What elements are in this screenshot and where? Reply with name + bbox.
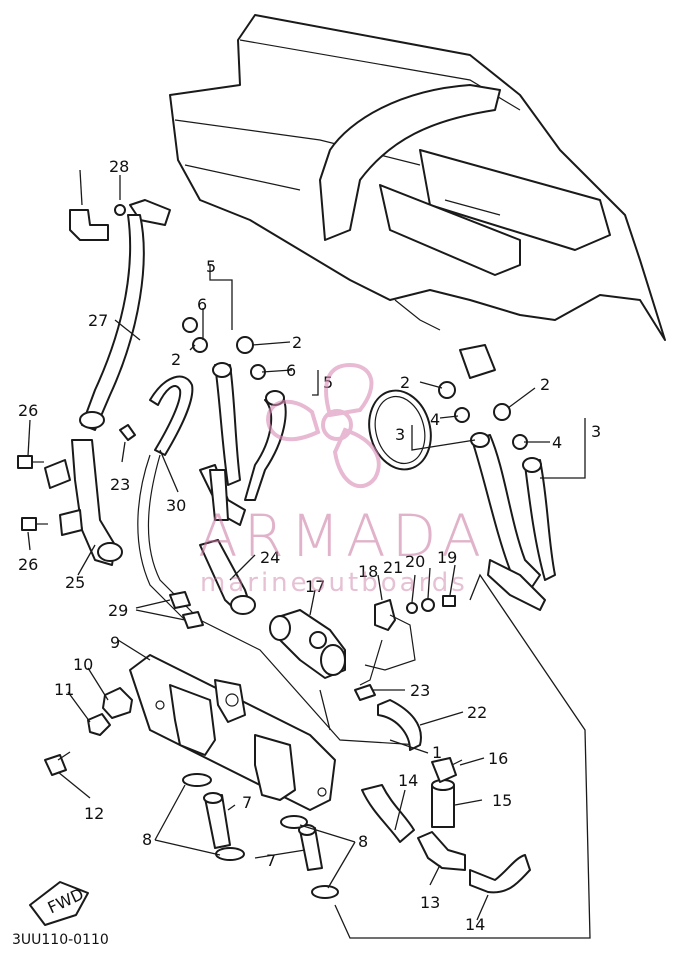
watermark-propeller-logo xyxy=(265,362,381,489)
callout-17: 17 xyxy=(305,577,325,596)
callout-26-bottom: 26 xyxy=(18,555,38,574)
bolt-19 xyxy=(442,595,456,607)
callout-28: 28 xyxy=(109,157,129,176)
elbow-fitting-28 xyxy=(69,204,126,241)
hose-24 xyxy=(199,539,256,615)
callout-11: 11 xyxy=(54,680,74,699)
o-ring-gasket xyxy=(368,389,432,471)
callout-7-right: 7 xyxy=(266,851,276,870)
bolt-12 xyxy=(44,751,71,776)
callout-1: 1 xyxy=(432,743,442,762)
callout-12: 12 xyxy=(84,804,104,823)
hose-22 xyxy=(377,699,422,751)
engine-head xyxy=(169,14,666,379)
pipe-assembly-5-left xyxy=(199,362,246,526)
hose-14-upper xyxy=(361,784,415,843)
callout-15: 15 xyxy=(492,791,512,810)
callout-10: 10 xyxy=(73,655,93,674)
callout-19: 19 xyxy=(437,548,457,567)
clip-23-lower xyxy=(354,684,376,701)
nut-6-left xyxy=(192,337,208,353)
callout-labels: 28 27 5 6 2 2 6 5 2 2 4 3 4 3 26 26 25 2… xyxy=(18,157,601,934)
callout-7-left: 7 xyxy=(242,793,252,812)
callout-14-upper: 14 xyxy=(398,771,418,790)
clamp-8-left-top xyxy=(182,773,212,787)
callout-26-top: 26 xyxy=(18,401,38,420)
callout-29: 29 xyxy=(108,601,128,620)
pipe-assembly-3 xyxy=(470,432,556,611)
callout-9: 9 xyxy=(110,633,120,652)
callout-8-right: 8 xyxy=(358,832,368,851)
callout-2-right-b: 2 xyxy=(540,375,550,394)
fwd-arrow-icon xyxy=(29,881,89,926)
clamp-8-right-bottom xyxy=(311,885,339,899)
callout-22: 22 xyxy=(467,703,487,722)
callout-18: 18 xyxy=(358,562,378,581)
hose-7-left xyxy=(203,792,231,849)
nut-4-right-a xyxy=(454,407,470,423)
bolt-26-bottom xyxy=(21,517,48,531)
callout-24: 24 xyxy=(260,548,280,567)
callout-6-center: 6 xyxy=(286,361,296,380)
diagram-code: 3UU110-0110 xyxy=(12,932,109,948)
callout-4-right: 4 xyxy=(552,433,562,452)
bracket-18 xyxy=(359,599,416,686)
nut-2-right-b xyxy=(493,403,511,421)
callout-27: 27 xyxy=(88,311,108,330)
callout-14-lower: 14 xyxy=(465,915,485,934)
callout-3-left: 3 xyxy=(395,425,405,444)
callout-2-left: 2 xyxy=(171,350,181,369)
callout-25: 25 xyxy=(65,573,85,592)
callout-13: 13 xyxy=(420,893,440,912)
joint-13 xyxy=(417,831,466,871)
reed-valve-plate-9 xyxy=(129,654,336,811)
callout-6-left: 6 xyxy=(197,295,207,314)
cap-16 xyxy=(431,757,463,783)
callout-2-center: 2 xyxy=(292,333,302,352)
hose-7-right xyxy=(298,824,323,871)
callout-16: 16 xyxy=(488,749,508,768)
washer-20 xyxy=(421,598,435,612)
callout-23-lower: 23 xyxy=(410,681,430,700)
nut-2-left xyxy=(182,317,198,333)
clamp-8-left-bottom xyxy=(215,847,245,861)
collar-11 xyxy=(87,713,111,736)
callout-21: 21 xyxy=(383,558,403,577)
hose-14-lower xyxy=(469,854,531,894)
air-cut-valve-17 xyxy=(269,609,346,679)
pipe-assembly-5-right xyxy=(244,390,287,501)
clip-23-upper xyxy=(119,424,136,441)
clamp-29 xyxy=(169,591,204,629)
hose-27 xyxy=(79,199,171,431)
collar-21 xyxy=(406,602,418,614)
callout-5-left: 5 xyxy=(206,257,216,276)
leader-lines xyxy=(27,169,591,939)
nut-2-center xyxy=(236,336,254,354)
callout-2-right-a: 2 xyxy=(400,373,410,392)
grommet-10 xyxy=(102,687,133,719)
watermark-subtitle: marineoutboards xyxy=(200,568,468,598)
callout-8-left: 8 xyxy=(142,830,152,849)
hose-25 xyxy=(44,439,123,566)
watermark-brand: ARMADA xyxy=(198,502,488,570)
hose-15 xyxy=(431,779,455,828)
callout-20: 20 xyxy=(405,552,425,571)
callout-30: 30 xyxy=(166,496,186,515)
callout-4-left: 4 xyxy=(430,410,440,429)
callout-3-right: 3 xyxy=(591,422,601,441)
nut-2-right-a xyxy=(438,381,456,399)
bolt-26-top xyxy=(17,455,44,469)
callout-23-upper: 23 xyxy=(110,475,130,494)
